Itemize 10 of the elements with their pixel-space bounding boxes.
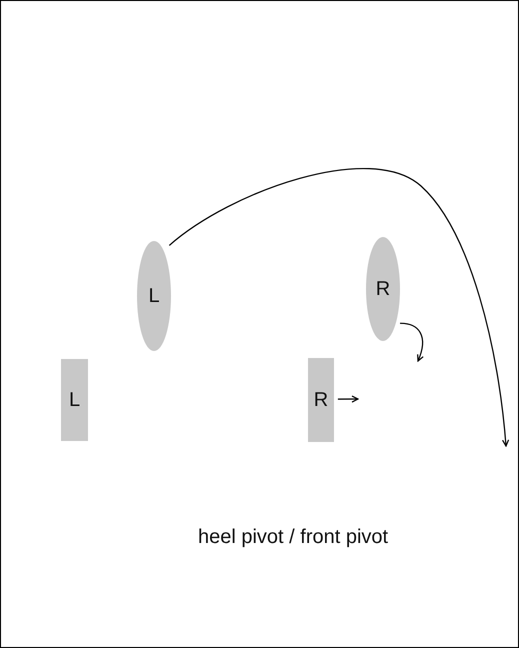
foot-letter: L xyxy=(68,388,80,412)
left-foot-bar xyxy=(61,359,88,441)
right-foot-bar xyxy=(308,358,334,442)
movement-arrow xyxy=(338,395,359,403)
movement-arrow xyxy=(400,322,424,362)
foot-letter: R xyxy=(314,388,328,412)
caption-text: heel pivot / front pivot xyxy=(198,526,388,549)
foot-letter: L xyxy=(148,284,160,308)
movement-arrow xyxy=(168,168,510,447)
foot-letter: R xyxy=(376,278,390,300)
